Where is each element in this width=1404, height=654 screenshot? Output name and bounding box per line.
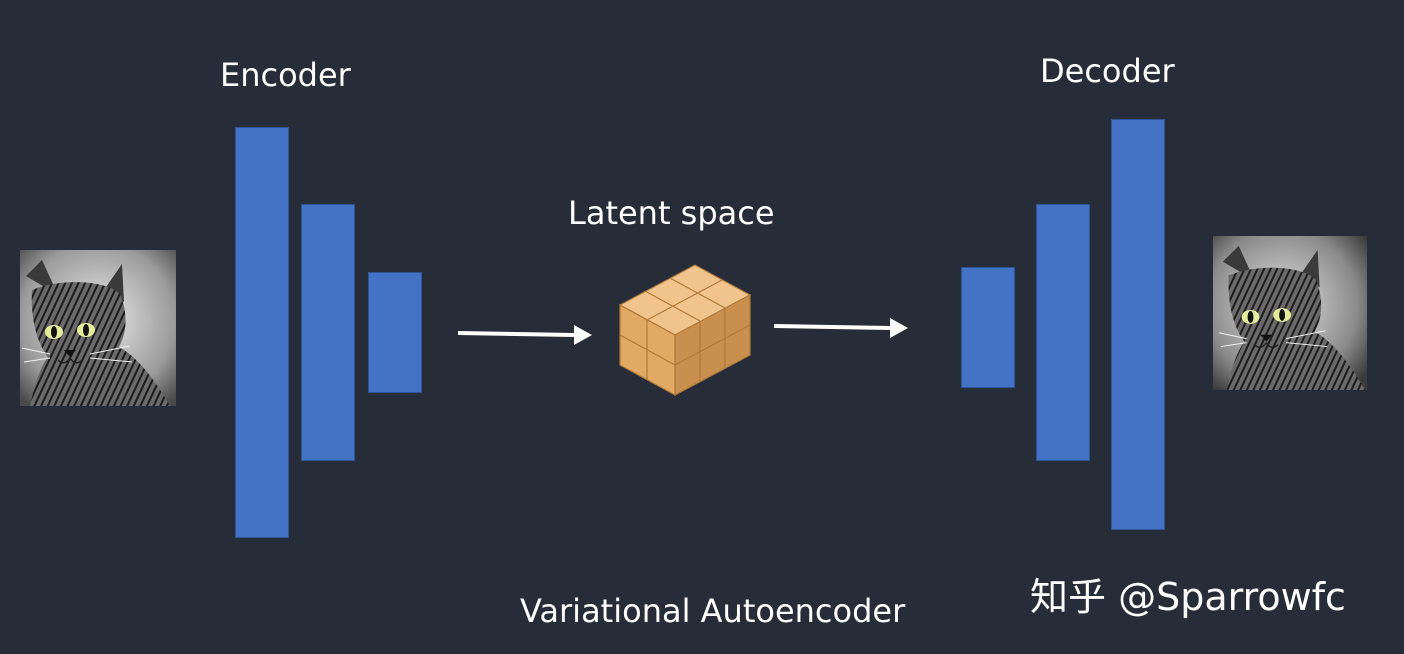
latent-space-label: Latent space (568, 194, 775, 232)
encoder-label: Encoder (220, 56, 351, 94)
decoder-layer-1 (961, 267, 1015, 388)
watermark: 知乎 @Sparrowfc (1030, 575, 1346, 619)
encoder-layer-1 (235, 127, 289, 538)
arrow-from-latent (773, 318, 908, 338)
cat-photo-icon (1213, 236, 1367, 390)
diagram-caption: Variational Autoencoder (520, 592, 906, 630)
cat-photo-icon (20, 250, 176, 406)
encoder-layer-2 (301, 204, 355, 461)
decoder-label: Decoder (1040, 52, 1175, 90)
decoder-layer-2 (1036, 204, 1090, 461)
encoder-layer-3 (368, 272, 422, 393)
decoder-layer-3 (1111, 119, 1165, 530)
output-image (1212, 236, 1368, 390)
arrow-to-latent (457, 325, 592, 345)
cube-icon (618, 264, 752, 397)
input-image (20, 250, 176, 406)
